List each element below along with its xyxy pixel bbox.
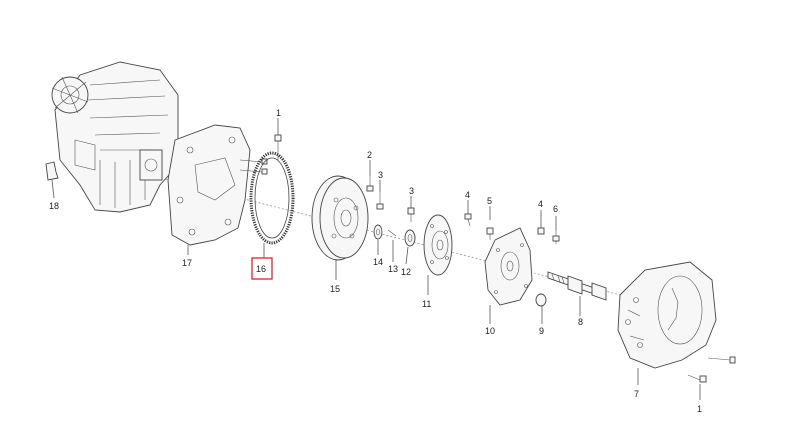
part-13-pin [387,229,397,262]
part-4-6-bolts [537,210,560,244]
callout-1-lower: 1 [697,404,702,414]
part-2-3-bolts [366,160,384,210]
callout-14: 14 [373,257,383,267]
part-12-washer [404,229,416,265]
engine-block [51,61,179,213]
callout-2: 2 [367,150,372,160]
callout-7: 7 [634,389,639,399]
part-1-bolt-lower [687,374,707,400]
callout-15: 15 [330,284,340,294]
part-8-input-shaft [547,271,607,316]
callout-1-upper: 1 [276,108,281,118]
part-18-bracket [45,161,59,199]
part-16-ring-gear [249,151,295,258]
callout-13: 13 [388,264,398,274]
callout-12: 12 [401,267,411,277]
part-15-flywheel [311,175,369,280]
part-17-adapter-plate [167,124,251,255]
callout-17: 17 [182,258,192,268]
callout-5: 5 [487,196,492,206]
callout-3-right: 3 [409,186,414,196]
part-14-bearing [373,224,383,255]
callout-6: 6 [553,204,558,214]
housing-bolt-right [707,356,736,364]
part-11-clutch-disc [423,214,453,295]
part-1-bolt-upper [274,118,282,160]
callout-10: 10 [485,326,495,336]
part-7-bell-housing [617,261,717,385]
callout-9: 9 [539,326,544,336]
callout-16: 16 [256,264,266,274]
part-9-bushing [535,293,547,324]
callout-18: 18 [49,201,59,211]
part-4-5-bolts [464,200,494,240]
callout-3-left: 3 [378,170,383,180]
callout-4-left: 4 [465,190,470,200]
callout-4-right: 4 [538,199,543,209]
callout-11: 11 [422,299,431,309]
part-10-pressure-plate [484,227,533,324]
part-3-bolt-clutch [407,196,415,222]
callout-16-highlight [251,257,273,280]
callout-8: 8 [578,317,583,327]
